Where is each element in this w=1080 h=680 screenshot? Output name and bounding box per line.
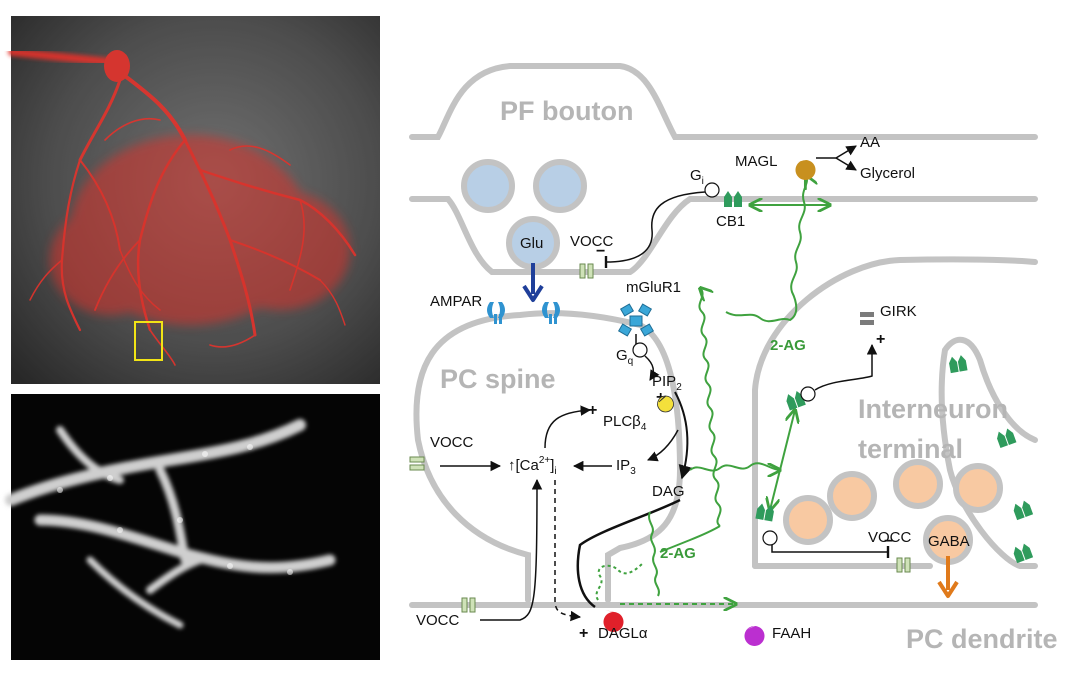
magl-enzyme: MAGL AA Glycerol xyxy=(735,134,915,182)
aa-label: AA xyxy=(860,134,880,151)
interneuron-vocc-label: VOCC xyxy=(868,529,912,546)
spine-vocc-label: VOCC xyxy=(430,434,474,451)
interneuron-cb1-receptors xyxy=(755,355,1034,564)
plc-activation-plus: + xyxy=(588,402,597,419)
gaba-label: GABA xyxy=(928,533,970,550)
pf-vocc-minus: − xyxy=(596,243,605,260)
interneuron-membrane-right xyxy=(938,336,1038,569)
dagl-alpha-icon xyxy=(603,610,624,632)
dendrite-vocc-to-ca-arrow xyxy=(480,478,543,621)
two-ag-wave-down xyxy=(648,511,660,597)
magl-label: MAGL xyxy=(735,153,778,170)
gi-to-vocc-inhibition xyxy=(604,191,706,269)
two-ag-label-lower: 2-AG xyxy=(660,545,696,562)
two-ag-wave-up-pf xyxy=(699,288,722,527)
cb1-label: CB1 xyxy=(716,213,745,230)
gq-label: Gq xyxy=(616,347,633,367)
ca-to-plc-arrow xyxy=(544,405,592,449)
pc-spine-label: PC spine xyxy=(440,364,556,394)
magl-icon xyxy=(795,160,816,180)
interneuron-vocc-minus: − xyxy=(884,533,893,550)
girk-channel xyxy=(860,312,874,325)
ampar-receptors: AMPAR xyxy=(430,293,560,324)
dag-to-dagl-path xyxy=(576,498,681,609)
interneuron-label-line2: terminal xyxy=(858,434,963,464)
girk-plus-sign: + xyxy=(876,331,885,348)
pf-vocc-label: VOCC xyxy=(570,233,614,250)
vocc-channels xyxy=(409,263,911,613)
pc-spine-membrane xyxy=(413,310,684,603)
mglur1-receptor: mGluR1 Gq xyxy=(616,279,681,381)
faah-icon xyxy=(744,626,765,646)
pip2-label: PIP2 xyxy=(652,373,682,393)
mglur1-label: mGluR1 xyxy=(626,279,681,296)
two-ag-interneuron-membrane-arrow xyxy=(770,410,795,510)
cb1-pf-receptor: CB1 Gi − xyxy=(596,167,745,269)
dagl-plus-sign: + xyxy=(579,625,588,642)
glu-label: Glu xyxy=(520,235,543,252)
dagl-alpha-label: DAGLα xyxy=(598,625,648,642)
gi-to-girk-arrow xyxy=(814,343,878,391)
interneuron-gi-upper xyxy=(800,386,816,402)
ampar-label: AMPAR xyxy=(430,293,482,310)
pf-bouton-inner-membrane xyxy=(409,196,1038,275)
faah-label: FAAH xyxy=(772,625,811,642)
pf-bouton-label: PF bouton xyxy=(500,96,633,126)
gi-to-interneuron-vocc-inhibition xyxy=(771,545,890,558)
purkinje-cell-image xyxy=(8,16,380,384)
dag-label: DAG xyxy=(652,483,685,500)
pc-dendrite-label: PC dendrite xyxy=(906,624,1058,654)
glutamate-vesicles: Glu xyxy=(461,159,587,302)
dendrite-vocc-label: VOCC xyxy=(416,612,460,629)
dendrite-zoom-image xyxy=(5,394,380,660)
ip3-label: IP3 xyxy=(616,457,636,477)
girk-label: GIRK xyxy=(880,303,917,320)
gi-label: Gi xyxy=(690,167,704,187)
ca-to-dagl-arrow xyxy=(554,480,582,622)
pip2-to-dag-arrow xyxy=(674,391,693,480)
interneuron-membrane-left xyxy=(752,256,1038,569)
interneuron-label: Interneuron xyxy=(858,394,1008,424)
gq-protein xyxy=(632,342,648,358)
interneuron-gi-lower xyxy=(762,530,778,546)
glycerol-label: Glycerol xyxy=(860,165,915,182)
gi-protein xyxy=(704,182,720,198)
zoom-box xyxy=(134,321,163,361)
pf-bouton-outer-membrane xyxy=(409,63,1038,140)
plc-label: PLCβ4 xyxy=(603,413,647,433)
two-ag-label-upper: 2-AG xyxy=(770,337,806,354)
two-ag-diffusion xyxy=(595,176,830,604)
plc-beta4-icon xyxy=(657,395,674,413)
calcium-label: ↑[Ca2+]i xyxy=(508,455,557,477)
gaba-vesicles xyxy=(783,459,1003,565)
two-ag-to-interneuron-arrow xyxy=(689,462,780,470)
